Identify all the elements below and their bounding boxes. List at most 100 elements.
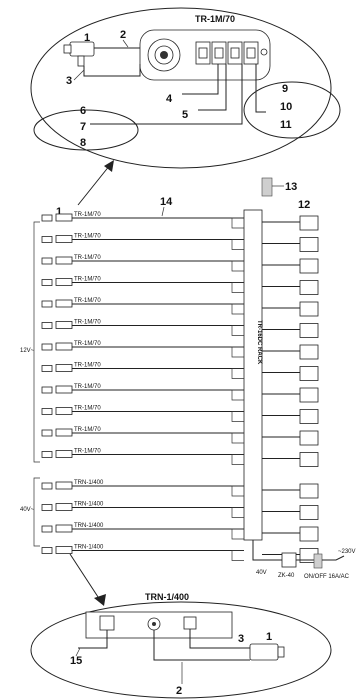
- unit-label: TR-1M/70: [74, 384, 101, 390]
- camera-icon: [41, 504, 53, 511]
- camera-icon: [41, 236, 53, 243]
- unit-row: TR-1M/70: [41, 341, 319, 360]
- psu-transformer-icon: [281, 552, 297, 568]
- unit-row: TRN-1/400: [41, 545, 319, 563]
- arrow-down-icon: [94, 594, 106, 606]
- mains-switch-icon: [313, 553, 323, 569]
- unit-module-icon: [55, 213, 73, 222]
- note-11: 11: [280, 119, 292, 131]
- unit-module-icon: [55, 385, 73, 394]
- monitor-icon: [299, 366, 319, 381]
- top-detail-ellipse: [30, 7, 332, 169]
- unit-label: TR-1M/70: [74, 277, 101, 283]
- unit-module-icon: [55, 299, 73, 308]
- unit-label: TRN-1/400: [74, 545, 104, 551]
- monitor-icon: [299, 387, 319, 403]
- camera-icon: [41, 429, 53, 437]
- unit-module-icon: [55, 524, 73, 533]
- callout-1-bottom: 1: [266, 631, 272, 643]
- callout-power-lead: 3: [66, 75, 72, 87]
- unit-rows: TR-1M/70TR-1M/70TR-1M/70TR-1M/70TR-1M/70…: [41, 212, 319, 563]
- top-detail-panel: TR-1M/70 1: [30, 7, 341, 169]
- right-sub-ellipse: [243, 81, 341, 139]
- monitor-icon: [299, 526, 319, 542]
- callout-15: 15: [70, 655, 82, 667]
- unit-module-icon: [55, 278, 73, 286]
- camera-icon: [41, 386, 53, 394]
- camera-icon: [41, 214, 53, 222]
- bottom-panel-title: TRN-1/400: [145, 592, 189, 602]
- psu-voltage-label: 40V: [256, 570, 267, 576]
- note-8: 8: [80, 137, 86, 149]
- monitor-icon: [299, 483, 319, 499]
- unit-label: TR-1M/70: [74, 320, 101, 326]
- unit-label: TR-1M/70: [74, 234, 101, 240]
- rack-body: [243, 209, 263, 541]
- unit-row: TR-1M/70: [41, 298, 319, 317]
- unit-row: TR-1M/70: [41, 427, 319, 446]
- monitor-icon: [299, 505, 319, 520]
- monitor-icon: [299, 323, 319, 338]
- unit-module-icon: [55, 364, 73, 372]
- monitor-icon: [299, 301, 319, 317]
- unit-module-icon: [55, 503, 73, 511]
- bottom-detail-ellipse: [30, 601, 332, 699]
- unit-row: TR-1M/70: [41, 212, 319, 231]
- tr-module-large: [139, 29, 271, 81]
- left-sub-ellipse: [33, 109, 139, 151]
- unit-module-icon: [55, 321, 73, 329]
- switch-label: ON/OFF 16A/AC: [304, 574, 350, 580]
- unit-row: TR-1M/70: [41, 449, 319, 467]
- unit-row: TR-1M/70: [41, 234, 319, 252]
- psu-model-label: ZK-40: [278, 573, 295, 579]
- unit-module-icon: [55, 546, 73, 554]
- unit-label: TRN-1/400: [74, 480, 104, 486]
- monitor-icon: [299, 215, 319, 231]
- monitor-icon: [299, 280, 319, 295]
- note-7: 7: [80, 121, 86, 133]
- unit-label: TR-1M/70: [74, 298, 101, 304]
- unit-row: TR-1M/70: [41, 384, 319, 403]
- unit-label: TR-1M/70: [74, 427, 101, 433]
- unit-label: TRN-1/400: [74, 502, 104, 508]
- camera-icon: [41, 343, 53, 351]
- unit-label: TR-1M/70: [74, 341, 101, 347]
- camera-icon: [63, 41, 95, 67]
- unit-module-icon: [55, 407, 73, 415]
- voltage-40v-label: 40V~: [20, 507, 35, 513]
- top-panel-title: TR-1M/70: [195, 14, 235, 24]
- note-6: 6: [80, 105, 86, 117]
- unit-label: TRN-1/400: [74, 523, 104, 529]
- monitor-icon: [299, 430, 319, 446]
- camera-icon: [41, 482, 53, 490]
- monitor-icon: [299, 344, 319, 360]
- unit-label: TR-1M/70: [74, 363, 101, 369]
- note-9: 9: [282, 83, 288, 95]
- monitor-icon: [299, 237, 319, 252]
- callout-2-bottom: 2: [176, 685, 182, 697]
- monitor-icon: [299, 452, 319, 467]
- monitor-icon: [299, 409, 319, 424]
- unit-label: TR-1M/70: [74, 449, 101, 455]
- unit-row: TR-1M/70: [41, 320, 319, 338]
- arrow-up-icon: [104, 160, 114, 172]
- unit-row: TRN-1/400: [41, 523, 319, 542]
- callout-bus: 14: [160, 196, 173, 208]
- callout-terminal-a: 4: [166, 93, 173, 105]
- unit-module-icon: [55, 428, 73, 437]
- camera-icon: [41, 279, 53, 286]
- camera-icon: [41, 322, 53, 329]
- callout-cable: 2: [120, 29, 126, 41]
- unit-module-icon: [55, 450, 73, 458]
- camera-icon: [41, 365, 53, 372]
- unit-row: TR-1M/70: [41, 363, 319, 381]
- callout-camera: 1: [84, 32, 90, 44]
- unit-module-icon: [55, 256, 73, 265]
- camera-icon: [41, 525, 53, 533]
- bottom-detail-panel: TRN-1/400 15 2 3 1: [30, 592, 332, 699]
- camera-icon: [41, 451, 53, 458]
- unit-label: TR-1M/70: [74, 406, 101, 412]
- trn-socket-icon: [99, 615, 115, 631]
- callout-3-bottom: 3: [238, 633, 244, 645]
